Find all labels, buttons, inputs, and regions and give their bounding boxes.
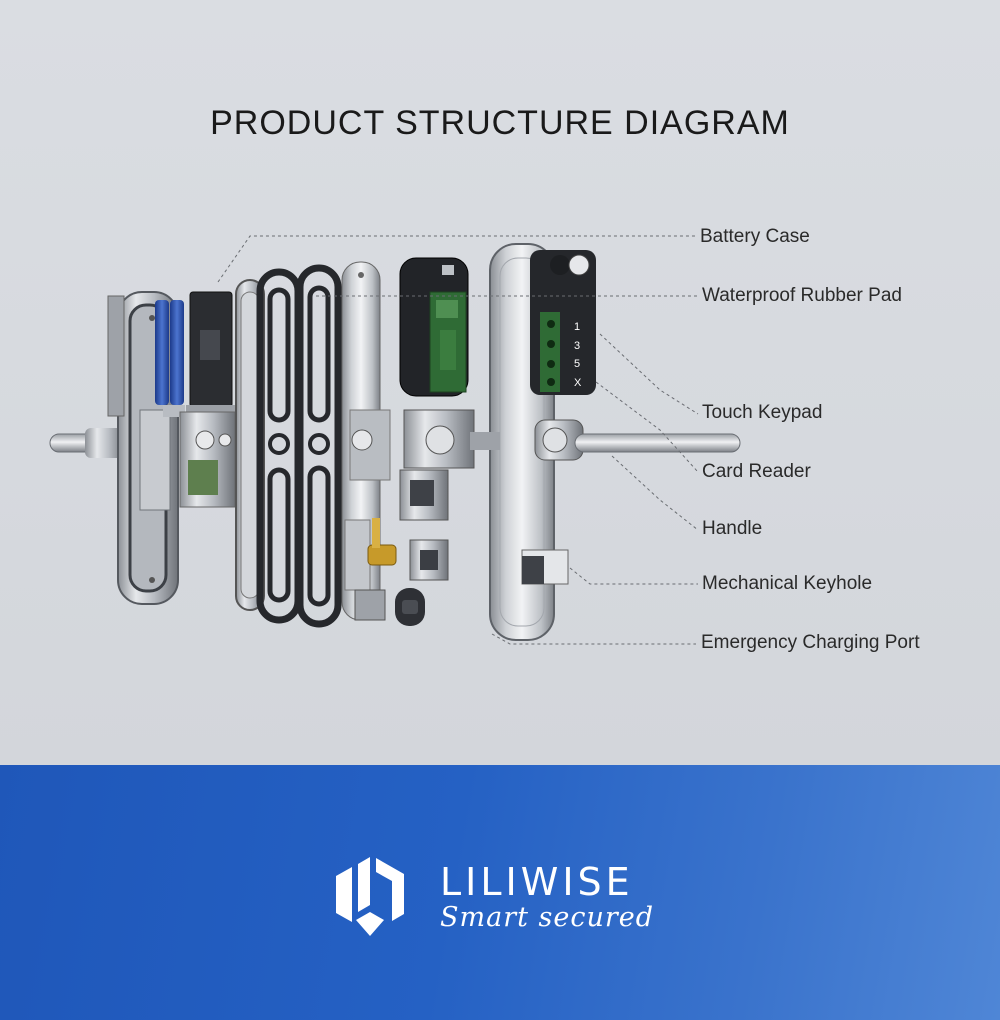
waterproof-rubber-pad: [296, 264, 342, 628]
main-pcb: [399, 257, 469, 397]
motor-assembly: [354, 539, 449, 626]
leader-emergency-charging-port: [491, 633, 696, 645]
mounting-plate: [341, 261, 391, 621]
outer-handle: [470, 419, 741, 461]
battery-pack: [155, 300, 185, 417]
leader-card-reader: [595, 381, 699, 473]
callout-touch-keypad: Touch Keypad: [702, 402, 823, 423]
outer-front-panel: [489, 243, 596, 641]
leader-handle: [611, 455, 699, 531]
callout-card-reader: Card Reader: [702, 461, 811, 482]
brand-banner: [0, 765, 1000, 1020]
brand-name: LILIWISE: [440, 860, 634, 904]
outer-mechanism: [399, 409, 475, 521]
exploded-lock-diagram: 1 3 5 X: [49, 235, 741, 645]
battery-case: [186, 291, 236, 421]
callout-handle: Handle: [702, 518, 763, 539]
inner-back-panel: [107, 291, 179, 605]
liliwise-logo-icon: [336, 857, 404, 936]
keypad-key-1: 1: [574, 321, 580, 333]
callout-emergency-charging-port: Emergency Charging Port: [701, 632, 920, 653]
leader-touch-keypad: [599, 333, 699, 415]
keypad-key-3: 3: [574, 340, 580, 352]
leader-mechanical-keyhole: [569, 567, 698, 585]
callout-leader-lines: [217, 235, 699, 645]
callout-mechanical-keyhole: Mechanical Keyhole: [702, 573, 873, 594]
leader-battery-case: [217, 235, 696, 283]
callout-waterproof-rubber-pad: Waterproof Rubber Pad: [702, 285, 902, 306]
callout-battery-case: Battery Case: [700, 226, 810, 247]
inner-mechanism: [179, 411, 236, 508]
keypad-key-5: 5: [574, 358, 580, 370]
mechanical-cylinder: [367, 518, 397, 566]
keypad-key-x: X: [574, 377, 582, 389]
page-title: PRODUCT STRUCTURE DIAGRAM: [210, 104, 790, 142]
rubber-pad-frame: [256, 268, 302, 624]
touch-keypad: 1 3 5 X: [574, 321, 582, 389]
brand-tagline: Smart secured: [440, 902, 655, 933]
